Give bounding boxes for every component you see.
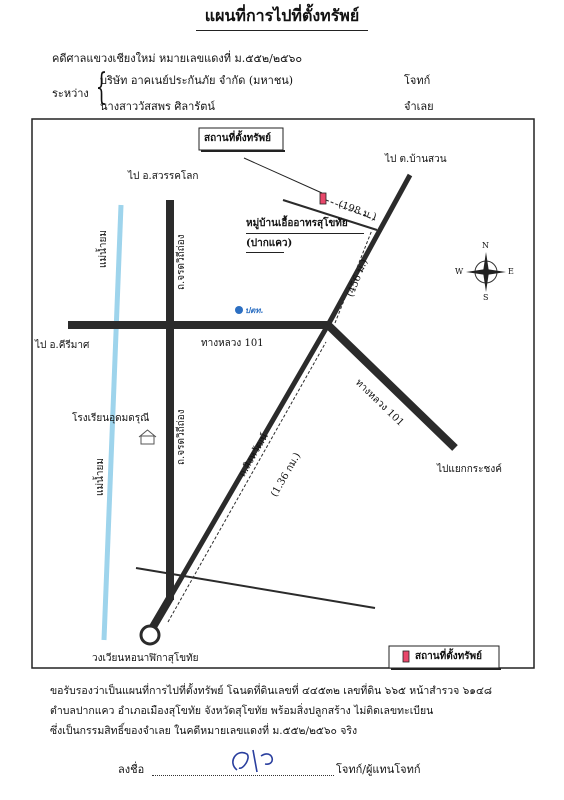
property-marker-icon	[319, 192, 327, 205]
page-title: แผนที่การไปที่ตั้งทรัพย์	[204, 6, 360, 25]
ptt-logo-icon	[235, 306, 243, 314]
compass-e: E	[508, 267, 514, 276]
certification-line-2: ตำบลปากแคว อำเภอเมืองสุโขทัย จังหวัดสุโข…	[50, 705, 434, 717]
title-underline	[196, 30, 368, 31]
road-singhawat	[147, 323, 331, 634]
village-subname-label: (ปากแคว)	[246, 238, 293, 249]
river-label-2: แม่น้ำยม	[95, 458, 106, 496]
village-name-label: หมู่บ้านเอื้ออาทรสุโขทัย	[246, 218, 348, 229]
road-village	[282, 199, 378, 231]
highway-101-horizontal-label: ทางหลวง 101	[201, 338, 264, 349]
roundabout-label: วงเวียนหอนาฬิกาสุโขทัย	[92, 653, 199, 664]
village-subname-underline	[246, 252, 284, 253]
between-label: ระหว่าง	[52, 87, 89, 100]
signature-line	[152, 775, 334, 776]
legend-box-shadow	[391, 668, 501, 670]
to-khiri-mat-label: ไป อ.คีรีมาศ	[35, 340, 90, 351]
between-brace: {	[95, 67, 108, 108]
distance-456-arrow	[334, 229, 373, 324]
defendant-name: นางสาววัสสพร ศิลารัตน์	[100, 100, 215, 113]
distance-198-arrow	[325, 199, 376, 221]
plaintiff-name: บริษัท อาคเนย์ประกันภัย จำกัด (มหาชน)	[100, 74, 294, 87]
to-ban-suan-label: ไป ต.บ้านสวน	[385, 154, 447, 165]
road-charot-label-1: ถ.จรดวิถีถ่อง	[176, 234, 187, 290]
river-label-1: แม่น้ำยม	[98, 230, 109, 268]
road-bottom-cross	[135, 567, 376, 609]
to-kraseng-label: ไปแยกกระชงค์	[437, 464, 502, 475]
compass-s: S	[483, 293, 489, 302]
to-sawankhalok-label: ไป อ.สวรรคโลก	[128, 171, 199, 182]
plaintiff-role: โจทก์	[404, 74, 431, 87]
ptt-label: ปตท.	[245, 305, 264, 315]
road-to-ban-suan	[325, 173, 413, 327]
compass-icon	[466, 252, 506, 292]
certification-line-1: ขอรับรองว่าเป็นแผนที่การไปที่ตั้งทรัพย์ …	[50, 685, 492, 697]
compass-n: N	[482, 241, 489, 250]
road-charot-label-2: ถ.จรดวิถีถ่อง	[176, 409, 187, 465]
clock-tower-roundabout-icon	[139, 624, 161, 646]
school-label: โรงเรียนอุดมดรุณี	[72, 413, 150, 424]
property-box-shadow	[201, 150, 285, 152]
property-box-label: สถานที่ตั้งทรัพย์	[204, 133, 271, 144]
signature-role: โจทก์/ผู้แทนโจทก์	[336, 763, 421, 776]
certification-line-3: ซึ่งเป็นกรรมสิทธิ์ของจำเลย ในคดีหมายเลขแ…	[50, 725, 358, 737]
highway-101-diagonal	[325, 322, 458, 451]
compass-w: W	[455, 267, 464, 276]
school-icon	[138, 429, 157, 445]
property-pointer-line	[243, 157, 323, 194]
case-line: คดีศาลแขวงเชียงใหม่ หมายเลขแดงที่ ม.๕๕๒/…	[52, 52, 303, 65]
yom-river	[101, 204, 124, 641]
map-frame	[31, 118, 535, 669]
legend-label: สถานที่ตั้งทรัพย์	[415, 651, 482, 662]
signature-label: ลงชื่อ	[118, 763, 145, 776]
defendant-role: จำเลย	[404, 100, 434, 113]
village-name-underline	[246, 233, 364, 234]
legend-marker-icon	[402, 650, 410, 663]
signature-scribble	[232, 749, 273, 773]
distance-136-arrow	[167, 341, 327, 623]
